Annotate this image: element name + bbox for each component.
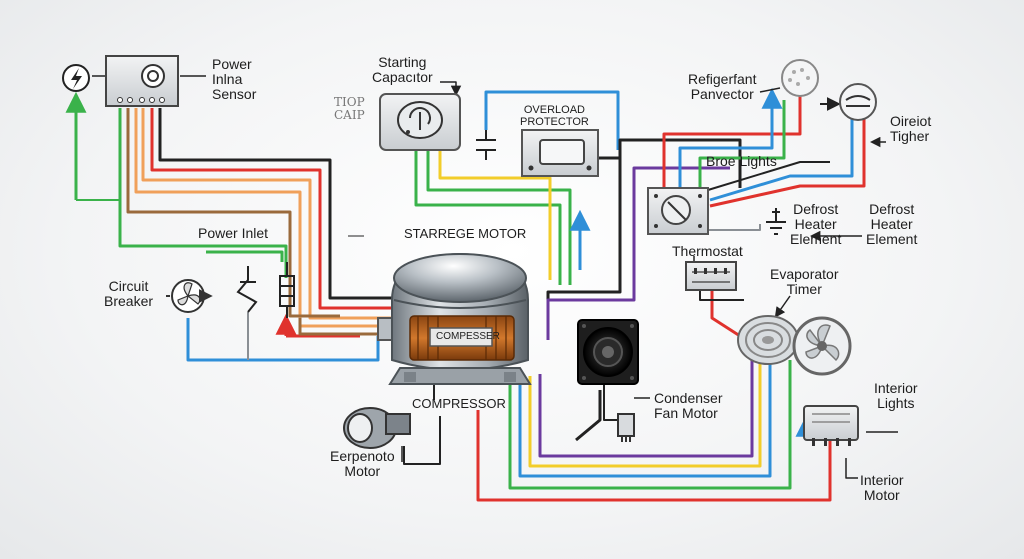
overload-protector (521, 129, 599, 177)
wire-black-fanconn (603, 380, 618, 421)
interior-lights-box (803, 405, 859, 446)
evaporator-coil (737, 315, 799, 365)
label-tiop-caip: TIOP CAIP (334, 95, 365, 122)
label-broe-lights: Broe Lights (706, 153, 777, 169)
label-power-inlet: Power Inlet (198, 225, 269, 241)
wire-brown-sensor (126, 108, 340, 318)
wire-black-thermo (699, 290, 744, 301)
label-eerpenoto-motor: Eerpenoto Motor (330, 448, 395, 479)
wire-red-sensor (150, 108, 395, 310)
switch-symbol (236, 266, 258, 313)
condenser-fan-motor (577, 319, 639, 385)
wire-black-eerp (403, 416, 441, 465)
wire-red-side (709, 118, 866, 208)
leader-cap (440, 81, 462, 97)
label-evaporator-timer: Evaporator Timer (770, 266, 839, 297)
label-storage-motor: STARREGE MOTOR (404, 226, 527, 241)
wire-red-bottom (476, 410, 832, 502)
label-starting-capacitor: Starting Capacıtor (372, 54, 433, 85)
tigher-gauge (839, 83, 877, 121)
wire-blue-overload (484, 90, 620, 150)
wire-blue-breaker (186, 318, 380, 362)
refrigerant-dial (781, 59, 819, 97)
label-overload-protector: OVERLOAD PROTECTOR (520, 104, 589, 128)
wire-green-cap (414, 150, 562, 285)
wire-gray-inlet (206, 250, 284, 262)
label-interior-lights: Interior Lights (874, 380, 918, 411)
eerpenoto-motor (343, 407, 411, 449)
wire-black-right-top (618, 138, 742, 188)
breaker-fan-icon (166, 279, 210, 313)
lightning-icon (62, 64, 90, 92)
leader-evap (774, 295, 791, 318)
wire-purple-right (546, 166, 730, 340)
wire-black-sensor (158, 108, 395, 300)
wire-black-condenser (575, 390, 602, 442)
label-oireiot-tigher: Oireiot Tigher (890, 113, 932, 144)
label-condenser-fan-motor: Condenser Fan Motor (654, 390, 723, 421)
thermostat (685, 261, 737, 291)
wire-red-inlet (286, 318, 360, 336)
wire-blue-top (678, 87, 783, 190)
wire-red-top (662, 96, 802, 190)
power-sensor-box (105, 55, 179, 107)
compressor-badge: COMPESSER (436, 331, 500, 342)
leader-interior-motor (845, 458, 858, 479)
wire-purple-bottom (538, 350, 754, 458)
wire-black-side (707, 161, 830, 191)
wire-green-top (698, 100, 786, 190)
compressor (377, 252, 532, 385)
wire-brown-inlet (298, 318, 390, 336)
wire-orange2-sensor (134, 108, 395, 328)
wire-orange-sensor (141, 108, 395, 320)
label-power-sensor: Power Inlna Sensor (212, 56, 257, 102)
label-refrigerant-panvector: Refigerfant Panvector (688, 71, 757, 102)
label-thermostat: Thermostat (672, 243, 743, 259)
wire-green-bottom (508, 360, 792, 490)
wire-yellow-bottom (528, 350, 762, 468)
wires (65, 70, 898, 502)
connector-plug-icon (617, 413, 635, 442)
wire-gray-defrost (700, 224, 761, 231)
label-interior-motor: Interior Motor (860, 472, 904, 503)
wire-yellow-cap (438, 150, 552, 280)
label-compressor: COMPRESSOR (412, 396, 506, 411)
small-capacitor-symbol (476, 130, 496, 160)
wire-blue-side (709, 118, 854, 202)
fuse-symbol (279, 262, 295, 318)
label-defrost-heater-1: Defrost Heater Element (790, 201, 842, 247)
evaporator-fan-icon (792, 316, 852, 376)
label-defrost-heater-2: Defrost Heater Element (866, 201, 918, 247)
starting-capacitor (379, 93, 461, 151)
ground-icon (766, 208, 786, 235)
relay-box (647, 187, 709, 235)
leader-refrig (759, 87, 781, 93)
wire-green-cap2 (426, 150, 572, 285)
label-circuit-breaker: Circuit Breaker (104, 278, 154, 309)
